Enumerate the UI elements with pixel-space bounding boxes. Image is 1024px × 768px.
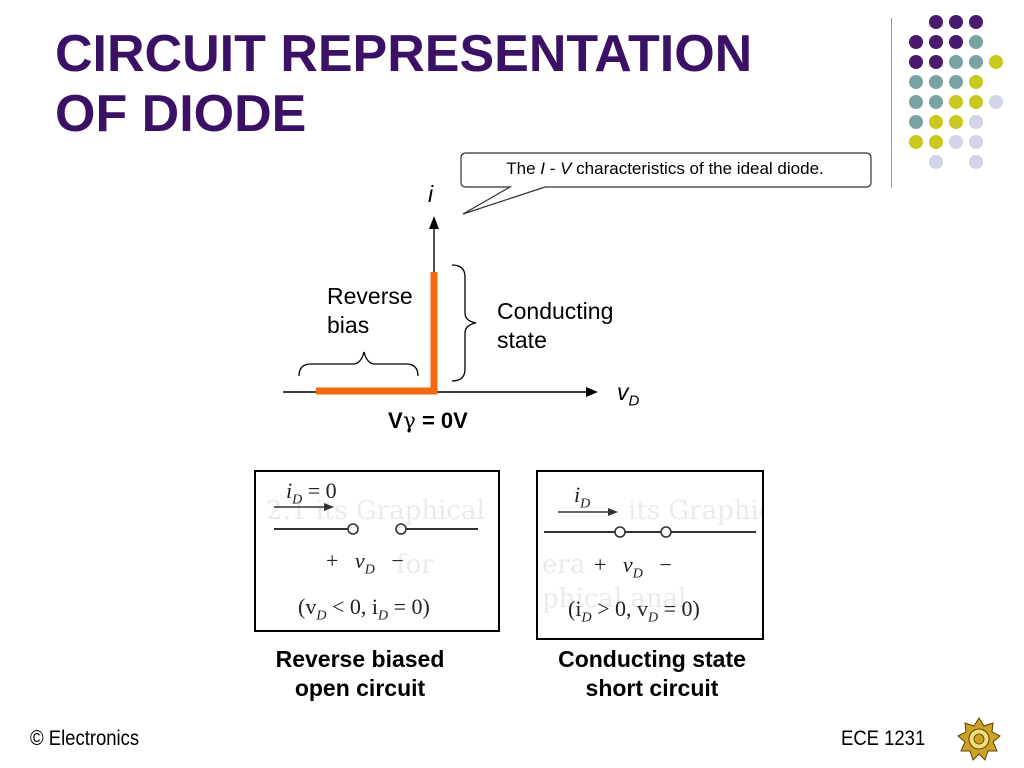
decorative-dot: [909, 115, 923, 129]
reverse-bias-caption: Reverse biased open circuit: [275, 646, 445, 701]
decorative-dot-grid: [909, 15, 1003, 169]
decorative-dot: [989, 95, 1003, 109]
x-axis-arrow: [586, 387, 598, 397]
conducting-state-label: Conducting state: [497, 298, 614, 353]
open-circuit-drawing: [274, 503, 478, 535]
decorative-dot: [909, 75, 923, 89]
conducting-voltage-label: + vD −: [594, 552, 672, 582]
decorative-dot: [949, 55, 963, 69]
ghost-text: era: [542, 550, 586, 580]
decorative-dot: [969, 115, 983, 129]
conducting-state-caption: Conducting state short circuit: [558, 646, 746, 701]
conducting-current-label: iD: [574, 482, 591, 512]
slide-title-line1: CIRCUIT REPRESENTATION: [55, 25, 753, 83]
reverse-current-label: iD = 0: [286, 478, 337, 508]
decorative-dot: [909, 35, 923, 49]
footer-right: ECE 1231: [841, 727, 926, 750]
university-seal-logo: [957, 717, 1001, 761]
footer-left: © Electronics: [30, 727, 140, 750]
reverse-bias-circuit-box: 2.1 its Graphical for iD = 0 + vD − (vD …: [254, 470, 500, 632]
callout-bubble: [460, 152, 872, 215]
reverse-bias-brace: [298, 351, 419, 377]
x-axis-label: vD: [617, 379, 640, 410]
conducting-circuit-box: its Graphical era phical anal iD + vD − …: [536, 470, 764, 640]
decorative-dot: [949, 75, 963, 89]
decorative-dot: [969, 35, 983, 49]
decorative-dot: [929, 75, 943, 89]
decorative-dot: [949, 15, 963, 29]
ideal-diode-curve: [316, 272, 438, 395]
decorative-dot: [969, 155, 983, 169]
decorative-dot: [929, 35, 943, 49]
decorative-dot: [949, 135, 963, 149]
v-gamma-label: Vγ = 0V: [388, 408, 468, 434]
decorative-dot: [909, 95, 923, 109]
ghost-text: 2.1 its Graphical: [266, 496, 485, 526]
reverse-condition-label: (vD < 0, iD = 0): [298, 594, 430, 624]
decorative-dot: [929, 55, 943, 69]
decorative-dot: [969, 55, 983, 69]
conducting-state-brace: [451, 264, 477, 382]
ghost-text: phical anal: [542, 584, 687, 614]
slide-title: CIRCUIT REPRESENTATION OF DIODE: [55, 24, 855, 144]
decorative-dot: [949, 35, 963, 49]
decorative-dot: [929, 95, 943, 109]
decorative-dot: [969, 135, 983, 149]
decorative-dot: [929, 135, 943, 149]
reverse-voltage-label: + vD −: [326, 548, 404, 578]
ghost-text: for: [396, 550, 434, 580]
decorative-dot: [909, 55, 923, 69]
y-axis-arrow: [429, 216, 439, 229]
short-circuit-drawing: [544, 508, 756, 538]
decorative-dot: [969, 95, 983, 109]
decorative-dot: [989, 55, 1003, 69]
decorative-dot: [949, 115, 963, 129]
callout-text: The I - V characteristics of the ideal d…: [506, 159, 824, 178]
header-divider: [891, 18, 892, 188]
decorative-dot: [929, 115, 943, 129]
decorative-dot: [949, 95, 963, 109]
ghost-text: its Graphical: [628, 496, 762, 526]
decorative-dot: [909, 135, 923, 149]
decorative-dot: [929, 155, 943, 169]
decorative-dot: [929, 15, 943, 29]
y-axis-label: i: [428, 181, 434, 207]
reverse-bias-label: Reverse bias: [327, 283, 413, 338]
conducting-condition-label: (iD > 0, vD = 0): [568, 596, 700, 626]
decorative-dot: [969, 75, 983, 89]
slide-title-line2: OF DIODE: [55, 85, 307, 143]
decorative-dot: [969, 15, 983, 29]
